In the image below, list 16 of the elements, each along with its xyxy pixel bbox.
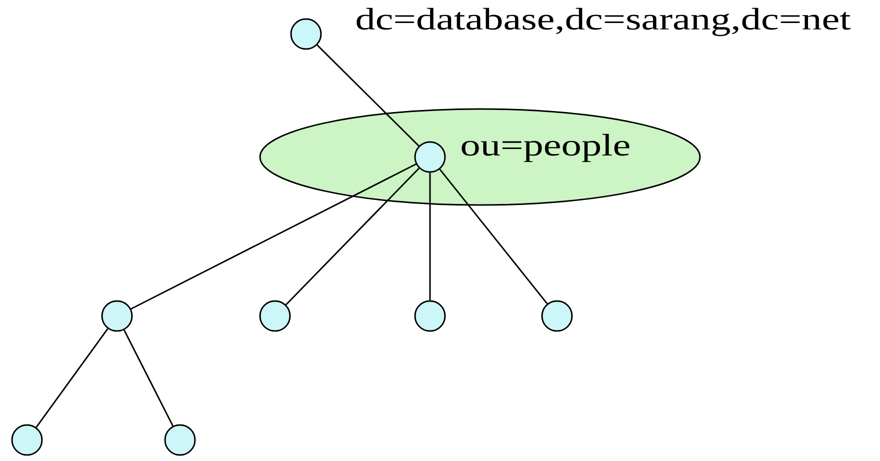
tree-node [259,300,291,332]
connector-line [123,330,174,426]
node-label: dc=database,dc=sarang,dc=net [356,8,851,36]
connector-line [130,163,416,310]
tree-node [414,300,446,332]
tree-node [414,141,446,173]
connector-line [36,328,108,428]
tree-node [101,300,133,332]
node-label: ou=people [462,134,630,162]
connector-line [285,168,420,306]
connector-line [429,172,431,300]
tree-node [164,424,196,456]
tree-node [541,300,573,332]
connector-line [316,44,420,146]
connector-line [439,168,548,304]
tree-node [11,424,43,456]
